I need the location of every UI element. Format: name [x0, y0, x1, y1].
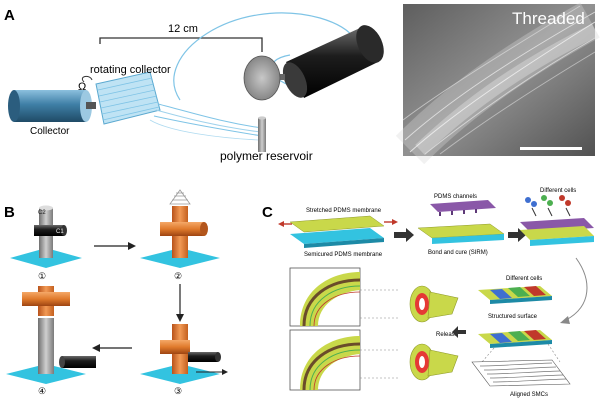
rotating-collector-label: rotating collector	[90, 64, 171, 76]
stretched-label: Stretched PDMS membrane	[306, 208, 382, 214]
rod-label-c2: C2	[38, 210, 46, 216]
step-3-label: ③	[174, 386, 182, 396]
membrane-stack-3	[520, 195, 594, 246]
scale-bar	[520, 147, 582, 150]
sem-image: Threaded	[395, 2, 600, 165]
tissue-cross-section-2	[289, 329, 361, 391]
step-1-label: ①	[38, 271, 46, 281]
cells-label-2: Different cells	[506, 276, 542, 282]
distance-bracket	[99, 37, 263, 52]
polymer-reservoir	[258, 116, 266, 152]
rotation-arrow-icon	[81, 75, 93, 83]
structured-surface-top	[478, 286, 552, 304]
panel-c: C Stretched PDMS membrane Semicured PDMS…	[262, 188, 594, 398]
arrow-c-3	[565, 257, 588, 321]
collector-disc	[243, 55, 281, 101]
semicured-label: Semicured PDMS membrane	[304, 252, 383, 258]
step-3-assembly	[140, 324, 228, 384]
panel-a-letter: A	[4, 7, 15, 24]
collector-motor	[8, 90, 96, 122]
panel-c-letter: C	[262, 204, 273, 221]
rod-label-c1: C1	[56, 229, 64, 235]
structured-surface-bottom	[478, 330, 552, 348]
release-arrow-icon	[452, 326, 466, 338]
rotating-collector	[95, 71, 161, 125]
bond-label: Bond and cure (SIRM)	[428, 250, 488, 256]
release-label: Release	[436, 332, 459, 338]
structured-surface-label: Structured surface	[488, 314, 538, 320]
distance-label: 12 cm	[168, 23, 198, 35]
aligned-smc-zoom	[471, 343, 571, 387]
panel-b-letter: B	[4, 204, 15, 221]
rolled-tube-2	[360, 343, 459, 381]
arrow-c-1	[394, 228, 414, 242]
collector-label: Collector	[30, 126, 70, 137]
membrane-stack-1	[278, 215, 398, 248]
channels-label: PDMS channels	[434, 194, 477, 200]
step-4-label: ④	[38, 386, 46, 396]
cells-label-1: Different cells	[540, 188, 576, 194]
black-drum	[275, 25, 384, 98]
membrane-stack-2	[417, 200, 505, 244]
panel-b: B C2 C1 ① ②	[4, 189, 228, 396]
sem-label: Threaded	[512, 9, 585, 28]
polymer-reservoir-label: polymer reservoir	[220, 149, 313, 163]
panel-a: A 12 cm rotating collector Ω Collector	[4, 7, 384, 163]
tissue-cross-section-1	[289, 267, 361, 327]
aligned-smc-label: Aligned SMCs	[510, 392, 548, 398]
step-1-assembly: C2 C1	[10, 205, 82, 268]
rolled-tube-1	[360, 285, 459, 323]
step-4-assembly	[6, 286, 96, 384]
step-2-assembly	[140, 189, 220, 268]
omega-symbol: Ω	[78, 81, 86, 93]
step-2-label: ②	[174, 271, 182, 281]
